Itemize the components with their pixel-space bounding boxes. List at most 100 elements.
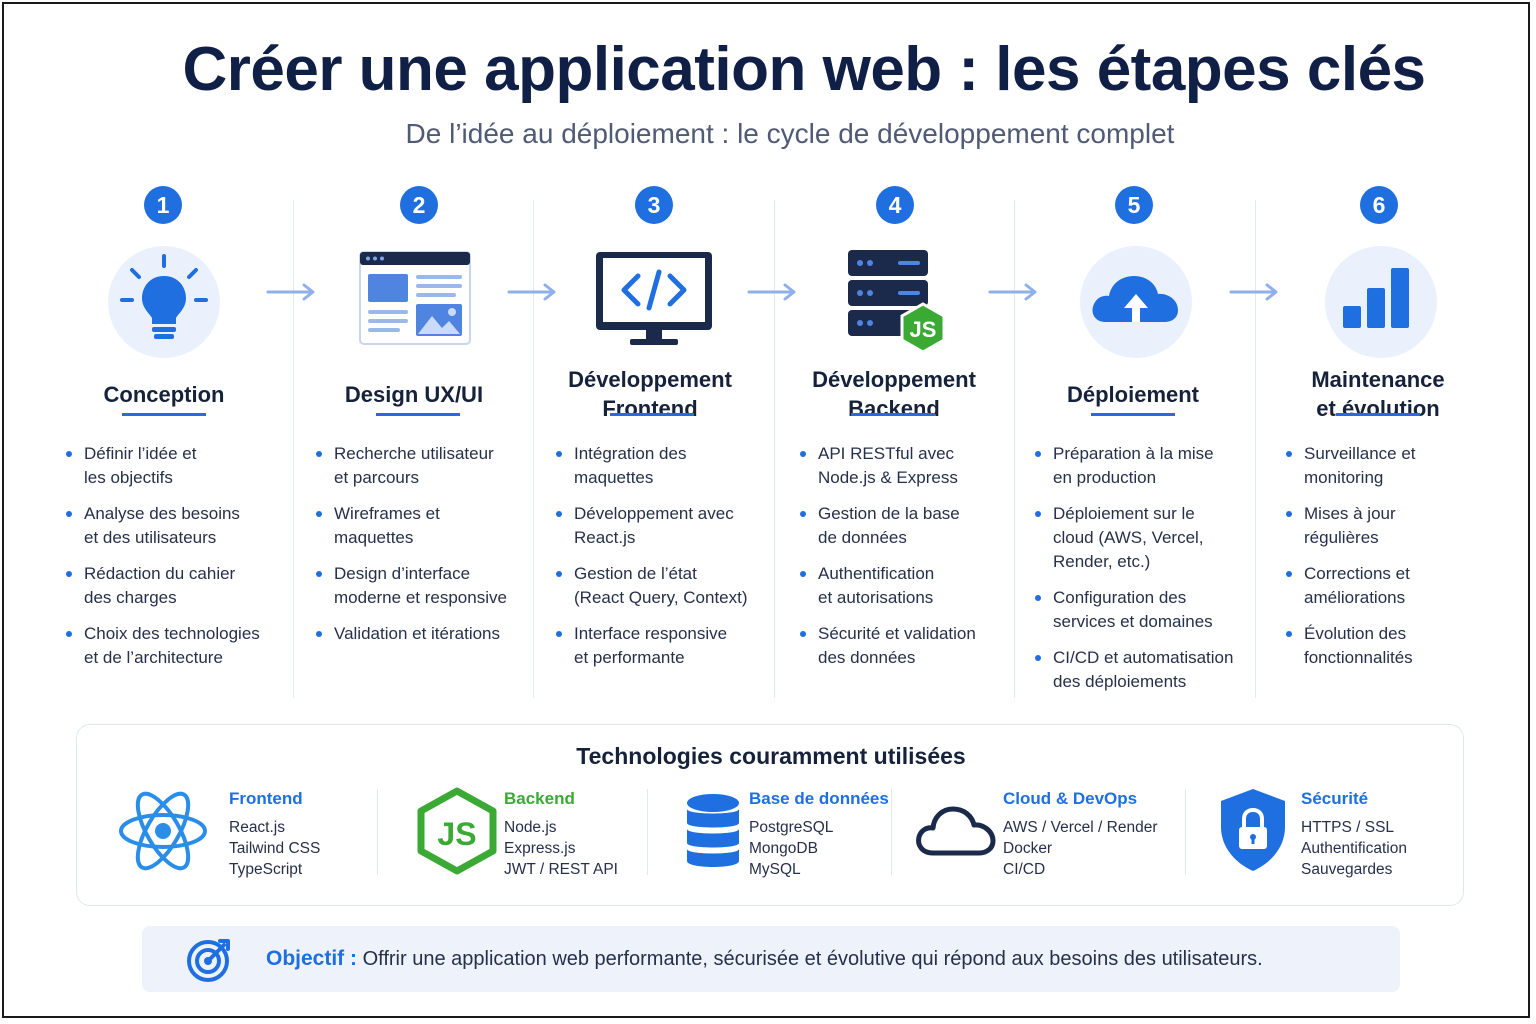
step-number: 6	[1360, 186, 1398, 224]
tech-database: Base de données PostgreSQL MongoDB MySQL	[673, 785, 903, 885]
bullet-item: Recherche utilisateur et parcours	[314, 442, 550, 490]
tech-item: Authentification	[1301, 840, 1407, 857]
tech-item: AWS / Vercel / Render	[1003, 819, 1158, 836]
bullet-item: Gestion de l’état (React Query, Context)	[554, 562, 790, 610]
step-underline	[1091, 413, 1175, 416]
tech-items: PostgreSQL MongoDB MySQL	[749, 817, 833, 880]
bullet-item: Déploiement sur le cloud (AWS, Vercel, R…	[1033, 502, 1269, 574]
tech-item: Sauvegardes	[1301, 861, 1393, 878]
objective-body: Offrir une application web performante, …	[362, 948, 1263, 970]
step-backend: 4 JS Développement Backend API RESTful a…	[798, 186, 1028, 706]
step-bullets: Définir l’idée et les objectifs Analyse …	[64, 442, 300, 682]
column-divider	[1255, 200, 1256, 698]
page-title: Créer une application web : les étapes c…	[182, 35, 1426, 104]
bullet-item: Intégration des maquettes	[554, 442, 790, 490]
bullet-item: Wireframes et maquettes	[314, 502, 550, 550]
tech-item: MySQL	[749, 861, 801, 878]
step-frontend: 3 Développement Frontend Intégration des…	[554, 186, 784, 706]
step-number: 4	[876, 186, 914, 224]
step-maintenance: 6 Maintenance et évolution Surveillance …	[1284, 186, 1514, 706]
column-divider	[1014, 200, 1015, 698]
tech-item: Node.js	[504, 819, 557, 836]
tech-label: Frontend	[229, 789, 303, 808]
target-icon	[187, 939, 230, 982]
bullet-item: API RESTful avec Node.js & Express	[798, 442, 1034, 490]
wireframe-icon	[354, 242, 474, 362]
tech-frontend: Frontend React.js Tailwind CSS TypeScrip…	[117, 785, 377, 885]
code-monitor-icon	[594, 242, 714, 362]
step-title: Maintenance et évolution	[1311, 367, 1445, 421]
column-divider	[533, 200, 534, 698]
step-bullets: Intégration des maquettes Développement …	[554, 442, 790, 682]
tech-item: PostgreSQL	[749, 819, 834, 836]
tech-items: HTTPS / SSL Authentification Sauvegardes	[1301, 817, 1407, 880]
database-icon	[667, 785, 759, 877]
arrow-right-icon	[747, 283, 796, 301]
objective-text: Objectif : Offrir une application web pe…	[266, 947, 1263, 971]
arrow-right-icon	[266, 283, 315, 301]
step-bullets: Recherche utilisateur et parcours Wirefr…	[314, 442, 550, 658]
tech-label: Sécurité	[1301, 789, 1369, 808]
step-number: 1	[144, 186, 182, 224]
react-icon	[117, 785, 209, 877]
step-title: Déploiement	[1066, 381, 1200, 407]
tech-items: AWS / Vercel / Render Docker CI/CD	[1003, 817, 1158, 880]
step-title: Développement Frontend	[568, 367, 732, 421]
tech-item: TypeScript	[229, 861, 303, 878]
bullet-item: Mises à jour régulières	[1284, 502, 1520, 550]
cloud-icon	[911, 785, 1003, 877]
column-divider	[293, 200, 294, 698]
bar-chart-icon	[1321, 242, 1441, 362]
step-underline	[1336, 413, 1420, 416]
bullet-item: Configuration des services et domaines	[1033, 586, 1269, 634]
tech-cloud-devops: Cloud & DevOps AWS / Vercel / Render Doc…	[911, 785, 1181, 885]
step-underline	[610, 413, 694, 416]
tech-label: Base de données	[749, 789, 889, 808]
step-design: 2 Design UX/UI Recher	[314, 186, 544, 706]
bullet-item: Évolution des fonctionnalités	[1284, 622, 1520, 670]
shield-lock-icon	[1207, 785, 1299, 877]
bullet-item: Analyse des besoins et des utilisateurs	[64, 502, 300, 550]
nodejs-icon: JS	[411, 785, 503, 877]
lightbulb-icon	[104, 242, 224, 362]
tech-item: JWT / REST API	[504, 861, 618, 878]
bullet-item: Authentification et autorisations	[798, 562, 1034, 610]
tech-security: Sécurité HTTPS / SSL Authentification Sa…	[1207, 785, 1437, 885]
tech-item: Express.js	[504, 840, 576, 857]
svg-text:JS: JS	[910, 317, 937, 342]
bullet-item: Développement avec React.js	[554, 502, 790, 550]
bullet-item: Rédaction du cahier des charges	[64, 562, 300, 610]
step-number: 3	[635, 186, 673, 224]
technologies-panel: Technologies couramment utilisées Fronte…	[76, 724, 1464, 906]
bullet-item: Interface responsive et performante	[554, 622, 790, 670]
bullet-item: Gestion de la base de données	[798, 502, 1034, 550]
server-nodejs-icon: JS	[838, 242, 958, 362]
arrow-right-icon	[507, 283, 556, 301]
tech-item: Tailwind CSS	[229, 840, 321, 857]
arrow-right-icon	[988, 283, 1037, 301]
step-bullets: Surveillance et monitoring Mises à jour …	[1284, 442, 1520, 682]
step-conception: 1 Conception Définir l’idée et les objec…	[64, 186, 294, 706]
technologies-title: Technologies couramment utilisées	[576, 743, 966, 769]
tech-divider	[647, 789, 648, 875]
step-underline	[122, 413, 206, 416]
bullet-item: Validation et itérations	[314, 622, 550, 646]
step-bullets: Préparation à la mise en production Dépl…	[1033, 442, 1269, 706]
tech-item: React.js	[229, 819, 285, 836]
tech-backend: JS Backend Node.js Express.js JWT / REST…	[411, 785, 651, 885]
step-number: 2	[400, 186, 438, 224]
page-subtitle: De l’idée au déploiement : le cycle de d…	[405, 118, 1175, 149]
bullet-item: Design d’interface moderne et responsive	[314, 562, 550, 610]
cloud-upload-icon	[1076, 242, 1196, 362]
column-divider	[774, 200, 775, 698]
tech-item: Docker	[1003, 840, 1053, 857]
tech-item: CI/CD	[1003, 861, 1046, 878]
tech-item: MongoDB	[749, 840, 818, 857]
step-title: Développement Backend	[812, 367, 976, 421]
tech-divider	[1185, 789, 1186, 875]
bullet-item: Choix des technologies et de l’architect…	[64, 622, 300, 670]
step-underline	[376, 413, 460, 416]
tech-label: Cloud & DevOps	[1003, 789, 1138, 808]
tech-divider	[377, 789, 378, 875]
